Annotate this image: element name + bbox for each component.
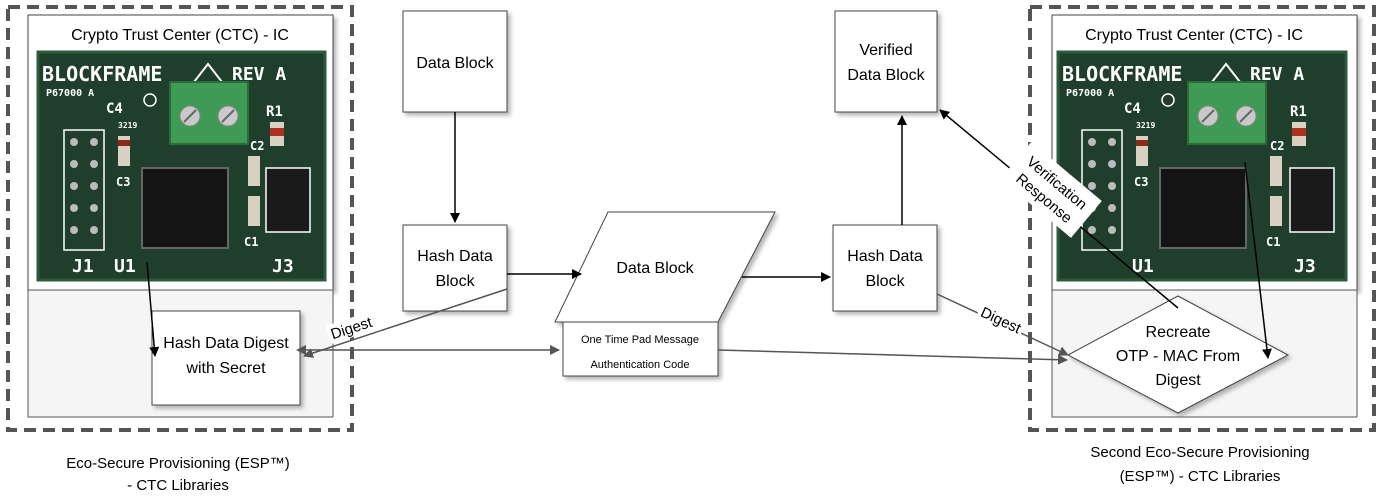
left-ref-3219: 3219 [118, 121, 137, 130]
hash-digest-line2: with Secret [185, 360, 266, 377]
left-board-rev: REV A [232, 64, 286, 85]
arrow-chip-to-hash-digest [146, 261, 160, 357]
right-caption-line2: (ESP™) - CTC Libraries [1120, 468, 1281, 485]
diamond-line1: Recreate [1146, 324, 1211, 341]
right-board-rev: REV A [1250, 64, 1304, 85]
hash-left-line2: Block [435, 273, 475, 290]
diamond-line2: OTP - MAC From [1116, 348, 1240, 365]
arrow-digest-left [303, 288, 508, 358]
right-ref-c1: C1 [1266, 235, 1280, 249]
hash-data-block-right [832, 224, 938, 312]
diamond-line3: Digest [1155, 372, 1201, 389]
left-ref-c2: C2 [250, 139, 264, 153]
hash-digest-secret-box [151, 310, 301, 406]
left-caption-line1: Eco-Secure Provisioning (ESP™) [66, 455, 289, 472]
right-board-part: P67000 A [1066, 88, 1114, 99]
left-ref-u1: U1 [114, 256, 136, 277]
otp-mac-box [562, 321, 719, 377]
parallelogram-title: Data Block [616, 260, 694, 277]
data-block-label: Data Block [416, 55, 494, 72]
hash-digest-line1: Hash Data Digest [163, 335, 289, 352]
left-ref-r1: R1 [266, 104, 283, 120]
hash-right-line2: Block [865, 273, 905, 290]
recreate-otp-diamond [1066, 295, 1290, 414]
left-caption-line2: - CTC Libraries [127, 477, 229, 494]
right-board-brand: BLOCKFRAME [1062, 62, 1182, 86]
right-ref-c2: C2 [1270, 139, 1284, 153]
left-ref-c4: C4 [106, 101, 123, 117]
right-ctc-title: Crypto Trust Center (CTC) - IC [1085, 27, 1303, 44]
digest-label-right-group: Digest [975, 300, 1027, 339]
right-ctc-group: Crypto Trust Center (CTC) - IC BLOCKFRAM… [1028, 5, 1376, 485]
right-ref-j3: J3 [1294, 256, 1316, 277]
verified-line2: Data Block [847, 67, 925, 84]
hash-right-line1: Hash Data [847, 248, 923, 265]
left-ref-j1: J1 [72, 256, 94, 277]
right-circuit-board-image: BLOCKFRAME REV A P67000 A C4 R1 3219 C2 … [1056, 50, 1348, 282]
right-dashed-border [1028, 5, 1376, 432]
left-dashed-border [6, 5, 354, 432]
verified-line1: Verified [859, 42, 912, 59]
otp-mac-line1: One Time Pad Message [581, 334, 699, 346]
left-board-brand: BLOCKFRAME [42, 62, 162, 86]
hash-left-line1: Hash Data [417, 248, 493, 265]
left-ctc-group: Crypto Trust Center (CTC) - IC BLOCKFRAM… [6, 5, 354, 494]
left-circuit-board-image: BLOCKFRAME REV A P67000 A C4 R1 3219 C2 [36, 50, 327, 282]
verified-data-block-box [834, 10, 938, 113]
arrow-chip-to-diamond [1244, 161, 1272, 359]
right-ref-3219: 3219 [1136, 121, 1155, 130]
left-board-part: P67000 A [46, 88, 94, 99]
left-ref-c3: C3 [116, 175, 130, 189]
otp-mac-line2: Authentication Code [590, 359, 689, 371]
right-ref-c4: C4 [1124, 101, 1141, 117]
data-block-box [402, 10, 508, 113]
arrow-mac-to-diamond [717, 349, 1068, 365]
digest-label-right: Digest [978, 304, 1024, 338]
left-ctc-title: Crypto Trust Center (CTC) - IC [71, 27, 289, 44]
left-ref-j3: J3 [272, 256, 294, 277]
hash-data-block-left [402, 224, 508, 312]
right-ref-u1: U1 [1132, 256, 1154, 277]
left-ref-c1: C1 [244, 235, 258, 249]
right-ref-r1: R1 [1290, 104, 1307, 120]
right-caption-line1: Second Eco-Secure Provisioning [1090, 444, 1309, 461]
right-ref-c3: C3 [1134, 175, 1148, 189]
